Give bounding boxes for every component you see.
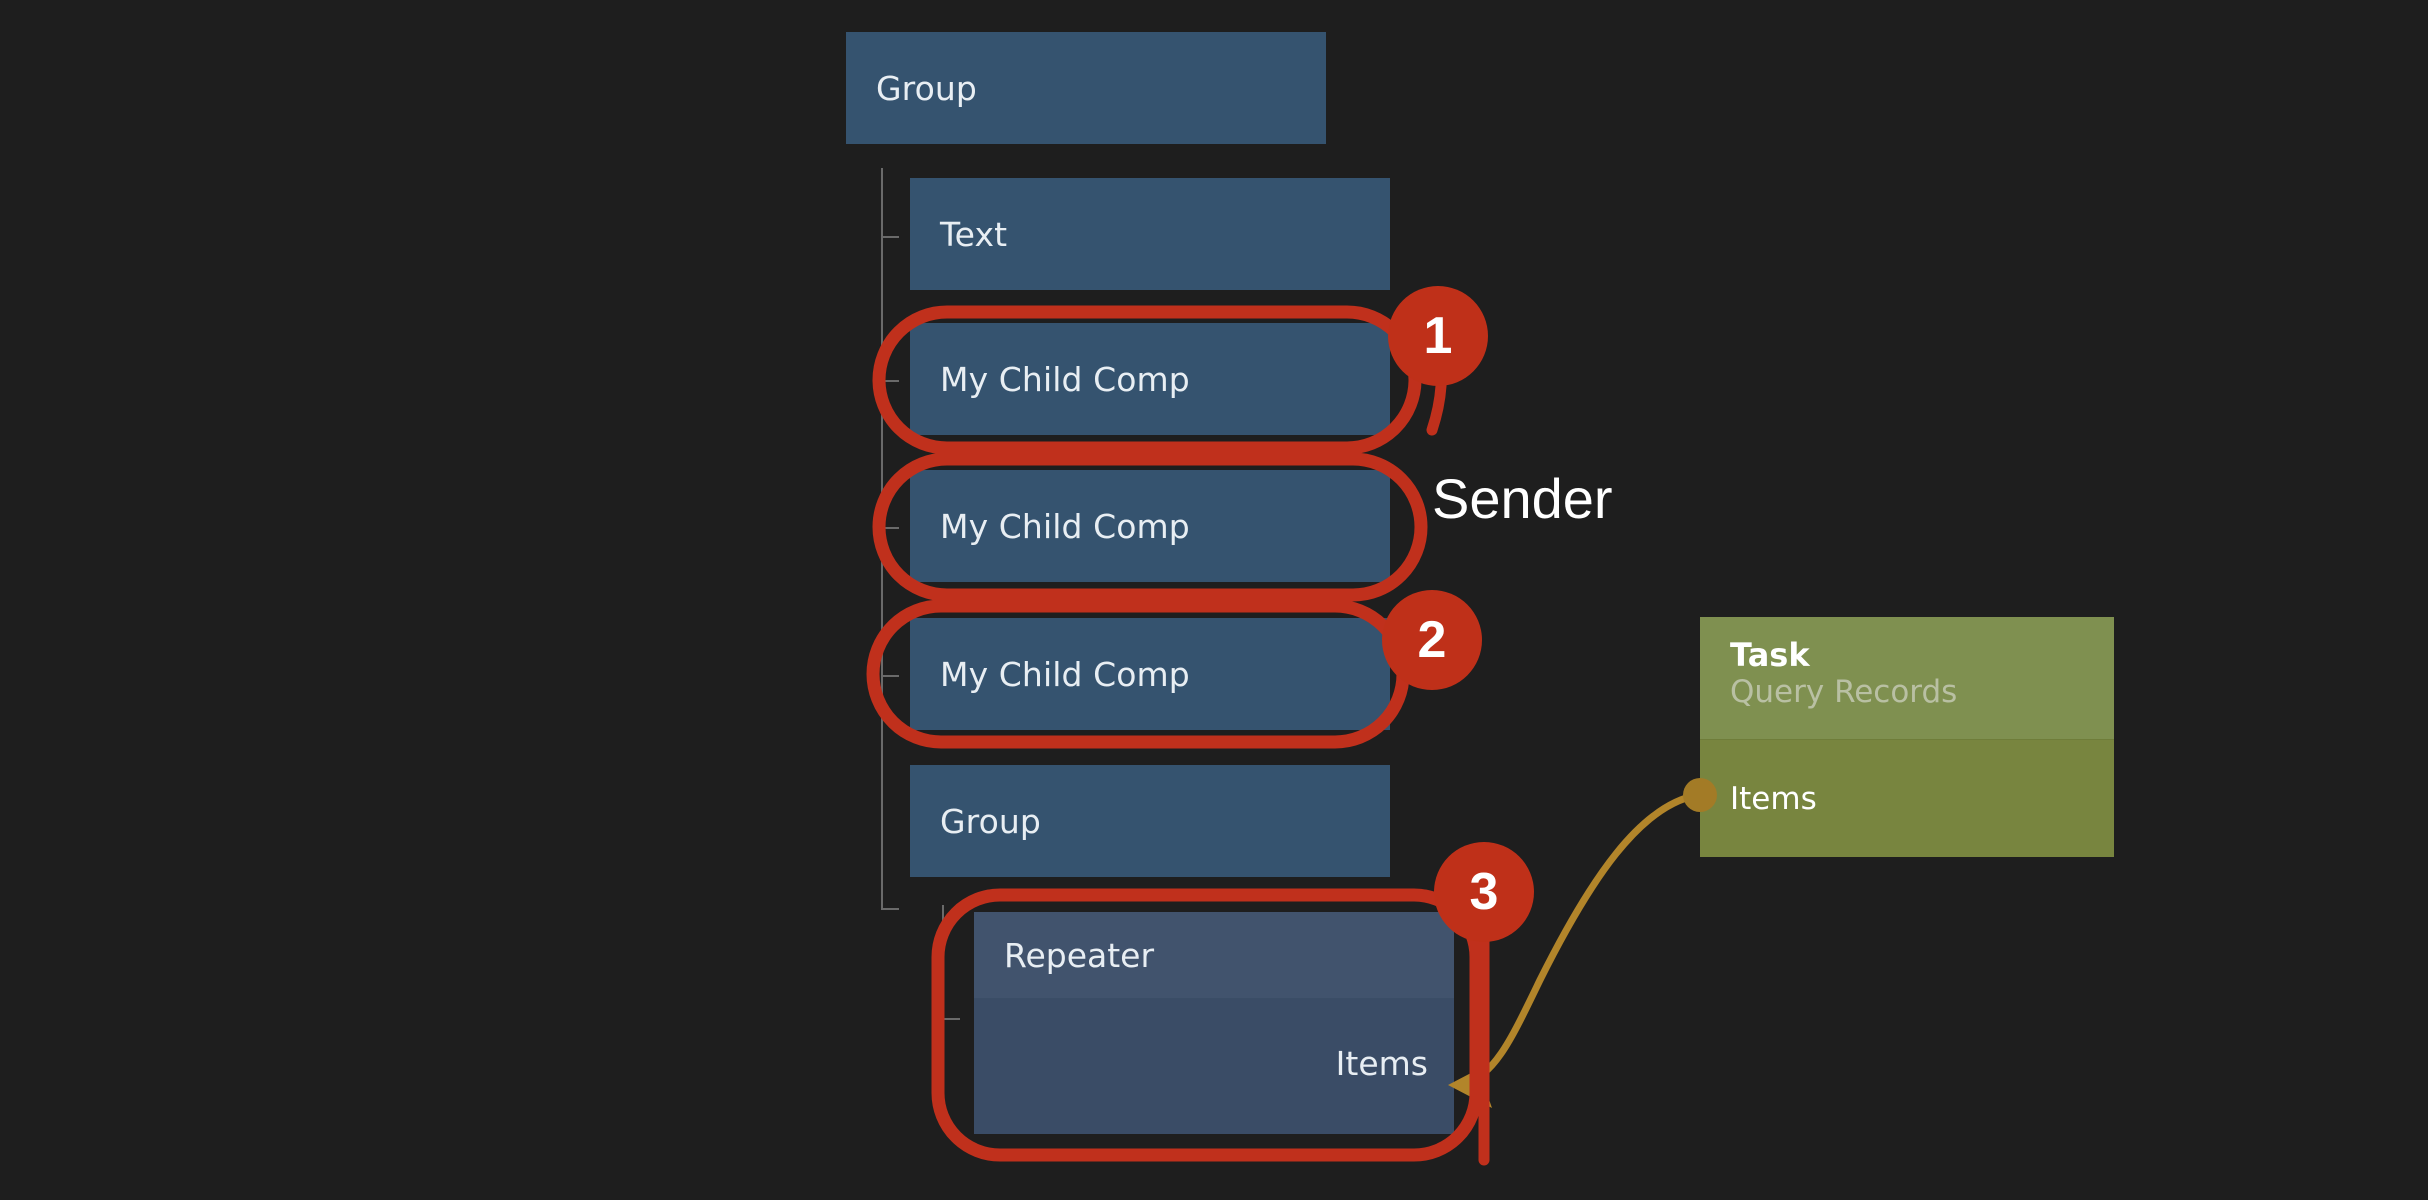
tree-node-label: Group — [876, 68, 977, 108]
tree-node-label: Group — [940, 801, 1041, 841]
tree-guide-line-nested — [942, 905, 944, 1120]
tree-node-root-group[interactable]: Group — [846, 32, 1326, 144]
tree-tick-child-3 — [881, 675, 899, 677]
task-node-header: Task Query Records — [1700, 617, 2114, 739]
task-node-subtitle: Query Records — [1730, 673, 1958, 710]
repeater-items-port-label[interactable]: Items — [1335, 1044, 1428, 1083]
annotation-badge-2[interactable]: 2 — [1382, 590, 1482, 690]
annotation-badge-number: 3 — [1469, 863, 1499, 921]
tree-guide-line-root — [881, 168, 883, 910]
tree-node-my-child-comp-2[interactable]: My Child Comp — [910, 470, 1390, 582]
tree-tick-repeater — [942, 1018, 960, 1020]
repeater-title: Repeater — [1004, 935, 1155, 975]
task-items-port-label[interactable]: Items — [1730, 780, 1817, 817]
annotation-badge-3[interactable]: 3 — [1434, 842, 1534, 942]
repeater-header: Repeater — [974, 912, 1454, 998]
tree-node-label: My Child Comp — [940, 359, 1190, 399]
sender-label: Sender — [1432, 467, 1613, 530]
tree-node-my-child-comp-3[interactable]: My Child Comp — [910, 618, 1390, 730]
repeater-body: Items — [974, 998, 1454, 1134]
annotation-badge-1[interactable]: 1 — [1388, 286, 1488, 386]
task-node-title: Task — [1730, 636, 1810, 674]
task-node[interactable]: Task Query Records Items — [1700, 617, 2114, 857]
tree-tick-text — [881, 236, 899, 238]
tree-tick-child-2 — [881, 527, 899, 529]
tree-node-label: My Child Comp — [940, 654, 1190, 694]
tree-node-label: My Child Comp — [940, 506, 1190, 546]
tree-tick-child-1 — [881, 380, 899, 382]
tree-tick-group — [881, 908, 899, 910]
tree-node-my-child-comp-1[interactable]: My Child Comp — [910, 323, 1390, 435]
connection-arrowhead-icon — [1448, 1062, 1492, 1108]
tree-node-text[interactable]: Text — [910, 178, 1390, 290]
tree-node-group[interactable]: Group — [910, 765, 1390, 877]
task-node-body: Items — [1700, 739, 2114, 857]
tree-node-label: Text — [940, 214, 1008, 254]
tree-node-repeater[interactable]: Repeater Items — [974, 912, 1454, 1134]
annotation-badge-number: 1 — [1423, 307, 1453, 365]
annotation-badge-number: 2 — [1417, 611, 1447, 669]
